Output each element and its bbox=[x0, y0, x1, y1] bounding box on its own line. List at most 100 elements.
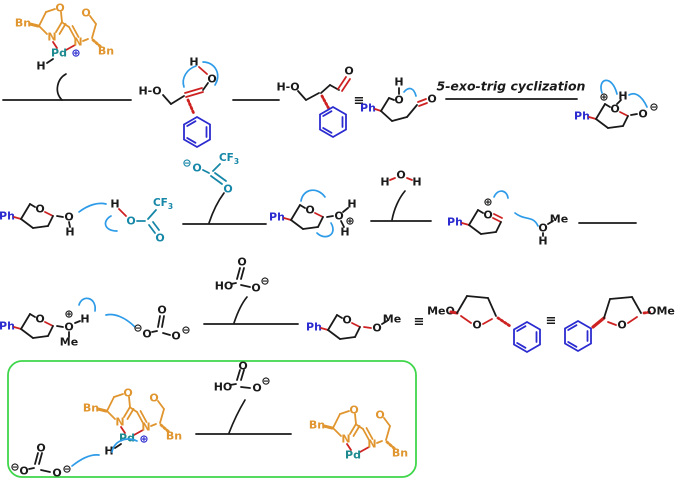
row2-oxocarbenium: ⊕ bbox=[446, 190, 539, 235]
curly-arrow bbox=[300, 189, 326, 202]
oh2-h: H bbox=[340, 226, 349, 239]
row1-aldehyde: H-O O bbox=[276, 65, 354, 138]
methyl-label: Me bbox=[60, 336, 78, 349]
methanol-o: O bbox=[538, 222, 547, 235]
bicarbonate-o: O bbox=[238, 360, 247, 373]
plus-charge: ⊕ bbox=[599, 91, 608, 104]
row1-pd-hydride-catalyst: ⊕ H bbox=[13, 0, 116, 73]
phenyl bbox=[564, 320, 592, 352]
row2-tfa-anion: ⊖ O CF3 O bbox=[182, 152, 239, 196]
box-bicarbonate: HO O O ⊖ bbox=[214, 360, 271, 395]
box-carbonate: ⊖ O O O ⊖ bbox=[10, 442, 71, 480]
row2-protonated-lactol: O ⊕ H H bbox=[268, 189, 357, 239]
row3-methoxy-thf-right: O OMe bbox=[564, 296, 675, 352]
row3-protonated-methyl-acetal: O ⊕ H Me bbox=[0, 297, 136, 349]
curly-arrow bbox=[316, 222, 334, 238]
curly-arrow bbox=[514, 212, 539, 227]
water-o: O bbox=[396, 169, 405, 182]
plus-charge: ⊕ bbox=[71, 47, 80, 60]
curly-arrow bbox=[628, 92, 648, 108]
carbonate-o: O bbox=[142, 328, 151, 341]
curly-arrow bbox=[71, 454, 100, 467]
enol-oxygen: O bbox=[207, 73, 216, 86]
carbonyl-oxygen: O bbox=[344, 65, 353, 78]
row2-lactol: O H bbox=[0, 201, 107, 239]
water-branch-arrow bbox=[391, 190, 406, 221]
ether-oxygen: O bbox=[64, 321, 73, 334]
phenyl bbox=[183, 116, 211, 148]
alkoxide-oxygen: O bbox=[638, 108, 647, 121]
hydroxyl-h: H bbox=[65, 226, 74, 239]
plus-charge: ⊕ bbox=[345, 215, 354, 228]
minus-charge: ⊖ bbox=[133, 322, 142, 335]
plus-charge: ⊕ bbox=[64, 308, 73, 321]
minus-charge: ⊖ bbox=[649, 101, 658, 114]
ring-oxygen: O bbox=[617, 319, 626, 332]
carbonyl-oxygen: O bbox=[155, 232, 164, 245]
curly-arrow bbox=[105, 313, 136, 328]
row2-methanol: O Me H bbox=[538, 213, 568, 248]
equivalence-sign: ≡ bbox=[546, 314, 557, 329]
curly-arrow bbox=[104, 215, 118, 232]
catalyst-regeneration-box bbox=[7, 360, 417, 478]
thf-ring bbox=[446, 207, 502, 235]
curly-arrow bbox=[78, 202, 107, 213]
minus-charge: ⊖ bbox=[62, 463, 71, 476]
bicarbonate-ho: HO bbox=[215, 280, 234, 293]
catalyst-top bbox=[13, 0, 116, 62]
cyclization-label: 5-exo-trig cyclization bbox=[437, 79, 586, 94]
carbonate-o: O bbox=[52, 467, 61, 480]
hydride-h: H bbox=[104, 445, 113, 458]
cf3-label: CF3 bbox=[219, 152, 239, 166]
acidic-h: H bbox=[80, 313, 89, 326]
methanol-h: H bbox=[538, 235, 547, 248]
phenyl bbox=[319, 106, 347, 138]
row3-bicarbonate: HO O O ⊖ bbox=[215, 256, 270, 295]
row3-carbonate: ⊖ O O O ⊖ bbox=[133, 304, 190, 343]
cf3-label: CF3 bbox=[153, 197, 173, 211]
box-branch-arrow bbox=[228, 399, 246, 434]
hydroxyl: H-O bbox=[276, 81, 299, 94]
minus-charge: ⊖ bbox=[10, 461, 19, 474]
box-pd-hydride-catalyst: ⊕ H bbox=[81, 384, 184, 458]
methyl-label: Me bbox=[383, 313, 401, 326]
acid-oxygen: O bbox=[126, 215, 135, 228]
tfa-branch-arrow bbox=[208, 192, 225, 224]
catalyst-box bbox=[81, 384, 184, 447]
curly-arrow bbox=[111, 438, 138, 453]
oh-h: H bbox=[618, 90, 627, 103]
hydroxyl: H-O bbox=[138, 85, 161, 98]
subscript-3: 3 bbox=[168, 202, 173, 211]
row1-cyclized-zwitterion: H ⊕ O ⊖ bbox=[573, 79, 659, 129]
hydroxyl-oxygen: O bbox=[64, 211, 73, 224]
bicarbonate-branch-arrow bbox=[233, 296, 248, 324]
row3-methoxy-thf-left: MeO O bbox=[427, 295, 541, 353]
catalyst-branch-arrow bbox=[56, 73, 67, 101]
box-pd0-product bbox=[307, 401, 410, 464]
ring-oxygen: O bbox=[472, 319, 481, 332]
hydride-h: H bbox=[36, 60, 45, 73]
curly-arrow bbox=[600, 79, 618, 95]
carbonate-o: O bbox=[19, 465, 28, 478]
curly-arrow bbox=[403, 87, 417, 97]
minus-charge: ⊖ bbox=[260, 275, 269, 288]
carbonate-o: O bbox=[171, 330, 180, 343]
minus-charge: ⊖ bbox=[261, 375, 270, 388]
water-h: H bbox=[412, 176, 421, 189]
equivalence-sign: ≡ bbox=[414, 315, 425, 330]
thf-ring bbox=[573, 101, 629, 129]
minus-charge: ⊖ bbox=[182, 157, 191, 170]
thf-ring bbox=[305, 312, 361, 340]
bicarbonate-o: O bbox=[237, 256, 246, 269]
ph-label: Ph bbox=[360, 102, 376, 115]
row1-enol: H-O O H bbox=[138, 56, 219, 148]
oxocarbenium-oxygen: O bbox=[334, 210, 343, 223]
oh-h: H bbox=[394, 76, 403, 89]
ring-oxygen: O bbox=[394, 94, 403, 107]
curly-arrow bbox=[493, 190, 509, 199]
thf-ring bbox=[0, 311, 54, 339]
carboxylate-oxygen: O bbox=[192, 162, 201, 175]
oh2-h: H bbox=[347, 198, 356, 211]
